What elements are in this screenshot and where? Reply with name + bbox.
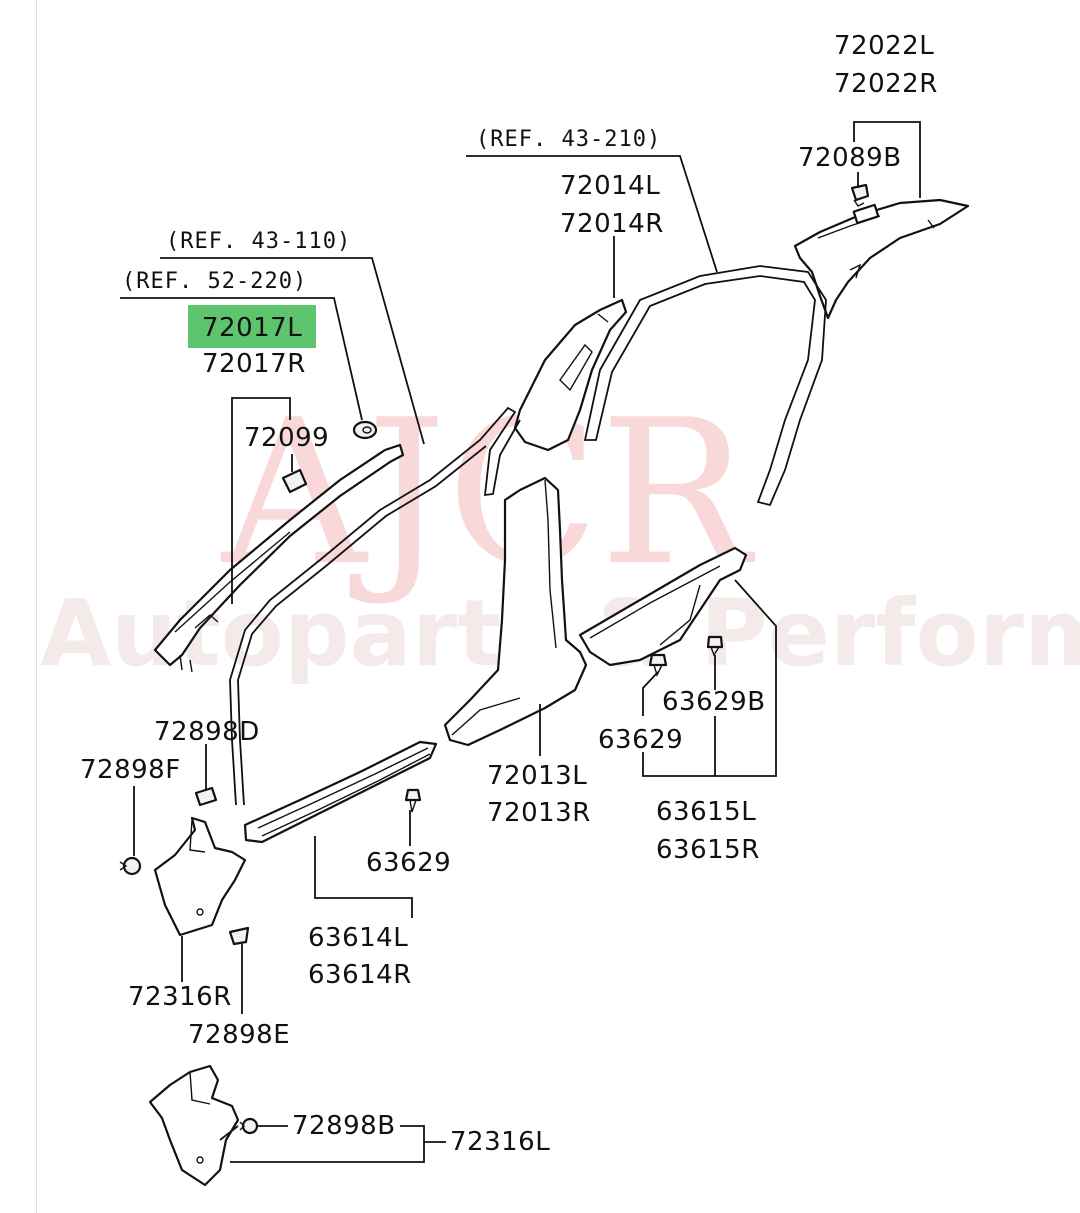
label-72099[interactable]: 72099: [244, 423, 329, 453]
label-72022R[interactable]: 72022R: [834, 69, 938, 99]
ref-52-220[interactable]: (REF. 52-220): [122, 269, 307, 294]
label-63614L[interactable]: 63614L: [308, 923, 408, 953]
label-72898F[interactable]: 72898F: [80, 755, 181, 785]
label-72017R[interactable]: 72017R: [202, 349, 306, 379]
label-63629-mid[interactable]: 63629: [366, 848, 451, 878]
part-63614-front-scuff-plate: [243, 740, 438, 844]
watermark-logo: AJCR: [220, 377, 756, 610]
labels: 72022L 72022R (REF. 43-210) 72089B 72014…: [80, 31, 938, 1157]
part-72099-clip: [281, 468, 308, 494]
part-72089B-clip: [850, 183, 870, 207]
label-63615L[interactable]: 63615L: [656, 797, 756, 827]
label-72316R[interactable]: 72316R: [128, 982, 232, 1012]
highlight-72017L: [188, 305, 316, 348]
label-72316L[interactable]: 72316L: [450, 1127, 550, 1157]
label-72014R[interactable]: 72014R: [560, 209, 664, 239]
leader-lines: [120, 121, 921, 1163]
label-72898D[interactable]: 72898D: [154, 717, 260, 747]
part-72017-a-pillar-trim: [153, 443, 405, 673]
part-door-weatherstrip: [229, 265, 827, 806]
label-63614R[interactable]: 63614R: [308, 960, 412, 990]
label-72014L[interactable]: 72014L: [560, 171, 660, 201]
ref-43-210[interactable]: (REF. 43-210): [476, 127, 661, 152]
label-63629B[interactable]: 63629B: [662, 687, 766, 717]
left-border: [36, 0, 37, 1213]
part-clips: [119, 635, 724, 1135]
label-72013R[interactable]: 72013R: [487, 798, 591, 828]
part-72316L-kick-panel: [148, 1064, 240, 1187]
label-72022L[interactable]: 72022L: [834, 31, 934, 61]
part-72013-pillar-lower-trim: [443, 476, 588, 747]
label-63615R[interactable]: 63615R: [656, 835, 760, 865]
label-72089B[interactable]: 72089B: [798, 143, 902, 173]
ref-43-110[interactable]: (REF. 43-110): [166, 229, 351, 254]
part-63615-rear-scuff-plate: [578, 546, 748, 667]
label-72017L[interactable]: 72017L: [202, 313, 302, 343]
label-72898B[interactable]: 72898B: [292, 1111, 396, 1141]
label-63629-right[interactable]: 63629: [598, 725, 683, 755]
part-72022-rear-pillar-trim: [793, 198, 970, 320]
part-72316R-kick-panel: [153, 816, 247, 937]
part-ref-52-220-grommet: [352, 420, 378, 440]
label-72013L[interactable]: 72013L: [487, 761, 587, 791]
part-72014-pillar-upper-trim: [513, 298, 628, 452]
label-72898E[interactable]: 72898E: [188, 1020, 290, 1050]
